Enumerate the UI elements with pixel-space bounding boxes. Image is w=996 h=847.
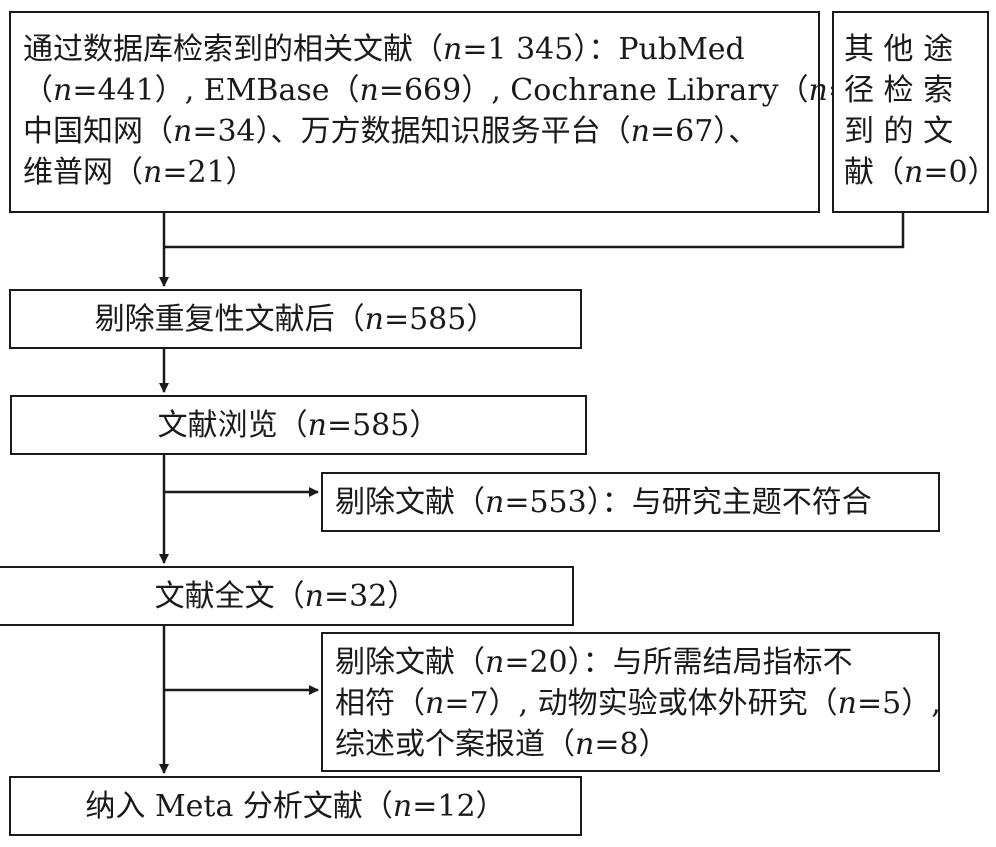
excluded-outcome-box: 剔除文献（n=20）：与所需结局指标不 相符（n=7）, 动物实验或体外研究（n…: [321, 632, 941, 772]
connector-other-search: [164, 213, 905, 249]
other-sources-line-3: 到 的 文: [844, 114, 954, 149]
screened-label: 文献浏览（n=585）: [157, 408, 440, 443]
excluded-topic-label: 剔除文献（n=553）：与研究主题不符合: [335, 485, 872, 520]
database-search-line-3: 中国知网（n=34）、万方数据知识服务平台（n=67）、: [23, 114, 759, 149]
excluded-outcome-line-1: 剔除文献（n=20）：与所需结局指标不: [335, 645, 853, 680]
other-sources-line-4: 献（n=0）: [844, 155, 996, 190]
screened-box: 文献浏览（n=585）: [10, 395, 587, 455]
database-search-line-2: （n=441）, EMBase（n=669）, Cochrane Library…: [23, 73, 950, 108]
included-label: 纳入 Meta 分析文献（n=12）: [85, 789, 506, 824]
database-search-box: 通过数据库检索到的相关文献（n=1 345）：PubMed （n=441）, E…: [9, 11, 950, 213]
deduplicated-label: 剔除重复性文献后（n=585）: [94, 302, 497, 337]
deduplicated-box: 剔除重复性文献后（n=585）: [9, 289, 582, 349]
included-box: 纳入 Meta 分析文献（n=12）: [9, 776, 582, 836]
excluded-outcome-line-2: 相符（n=7）, 动物实验或体外研究（n=5）,: [335, 686, 941, 721]
database-search-line-4: 维普网（n=21）: [23, 155, 256, 190]
database-search-line-1: 通过数据库检索到的相关文献（n=1 345）：PubMed: [23, 32, 745, 67]
excluded-topic-box: 剔除文献（n=553）：与研究主题不符合: [321, 472, 940, 532]
other-sources-box: 其 他 途 径 检 索 到 的 文 献（n=0）: [832, 11, 996, 213]
fulltext-label: 文献全文（n=32）: [154, 579, 418, 614]
other-sources-line-2: 径 检 索: [844, 73, 954, 108]
other-sources-line-1: 其 他 途: [844, 32, 954, 67]
excluded-outcome-line-3: 综述或个案报道（n=8）: [335, 727, 669, 762]
fulltext-box: 文献全文（n=32）: [0, 566, 574, 626]
